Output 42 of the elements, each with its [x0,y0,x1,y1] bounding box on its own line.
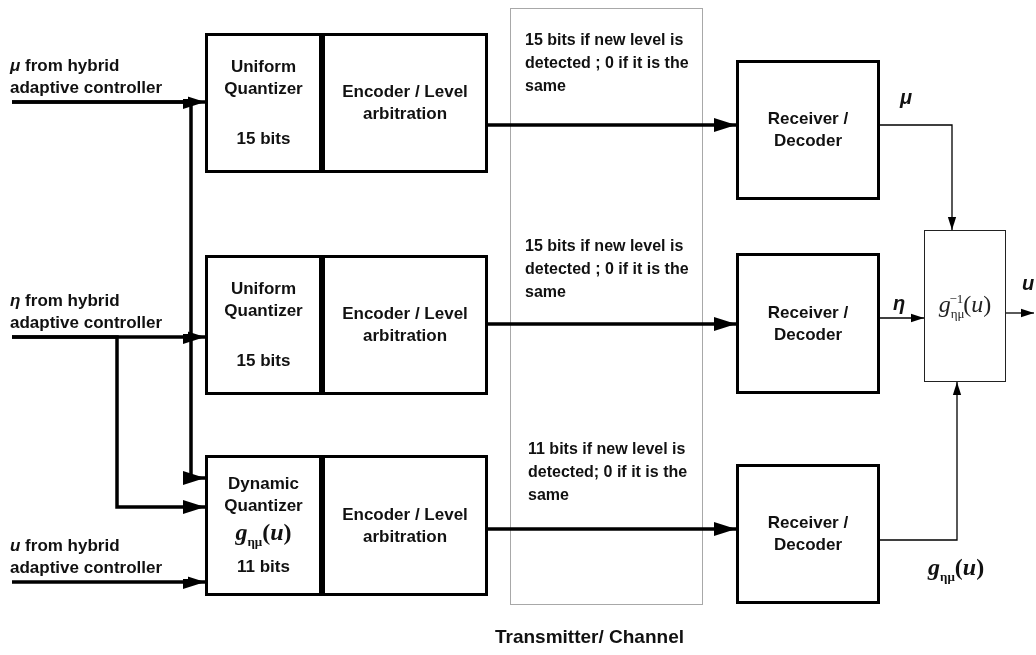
function-block [924,230,1006,382]
block-label: Encoder / Level arbitration [341,303,469,347]
function-formula: g$_{ημ}$(u) [235,517,292,551]
arrow [488,118,736,132]
function-formula: g$_{ημ}$$^{−1}$(u) [938,290,992,322]
edge-label: 11 bits if new level is detected; 0 if it is the same [528,439,689,505]
process-block [322,33,488,173]
arrow [488,317,736,331]
edge-label: u [1022,272,1035,295]
block-label: Receiver / Decoder [766,301,850,346]
block-label: 15 bits [236,350,291,372]
arrow [1005,308,1035,318]
arrow [879,313,925,323]
block-label: Receiver / Decoder [766,512,850,556]
quantizer-block [205,455,322,596]
arrow [12,575,205,589]
arrow [488,522,736,536]
arrow [879,381,962,541]
edge-label: 15 bits if new level is detected ; 0 if it is the same [525,236,690,302]
block-label: 15 bits [236,128,291,150]
process-block [736,253,880,394]
block-label: Encoder / Level arbitration [341,503,469,548]
edge-label: g$_{ημ}$(u) [928,556,985,586]
arrow [12,100,205,485]
block-label: Dynamic Quantizer [223,472,304,517]
block-label: Uniform Quantizer [223,278,304,322]
arrow [879,124,957,231]
channel-label: Transmitter/ Channel [495,626,684,648]
edge-label: η [893,292,906,315]
process-block [736,60,880,200]
process-block [322,255,488,395]
edge-label: μ [900,86,913,109]
block-label: Uniform Quantizer [223,56,304,100]
quantizer-block [205,33,322,173]
block-label: Encoder / Level arbitration [341,81,469,125]
block-label: 11 bits [237,556,290,579]
edge-label: 15 bits if new level is detected ; 0 if it is the same [525,30,690,96]
block-label: Receiver / Decoder [766,108,850,152]
process-block [736,464,880,604]
process-block [322,455,488,596]
quantizer-block [205,255,322,395]
arrow [12,335,205,514]
